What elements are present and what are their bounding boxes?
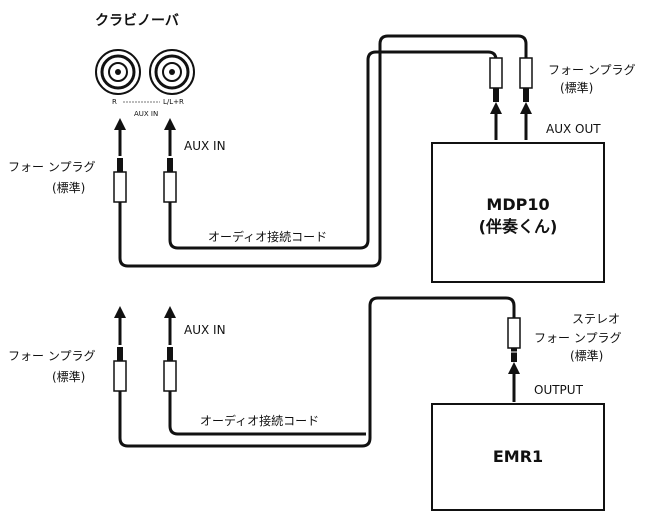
- top-plug-right-sub: (標準): [560, 80, 593, 95]
- top-auxout-label: AUX OUT: [546, 122, 601, 136]
- top-cable-outer: [118, 34, 528, 268]
- emr1-label: EMR1: [493, 447, 543, 466]
- bottom-plug-output-icon: [507, 317, 521, 362]
- jack-r-label: R: [112, 98, 117, 106]
- mdp10-label: MDP10: [486, 195, 549, 214]
- bottom-output-label: OUTPUT: [534, 383, 584, 397]
- jack-auxin-label: AUX IN: [134, 110, 158, 118]
- bottom-plug-right-top: ステレオ: [572, 312, 620, 326]
- top-cable-inner: [168, 50, 498, 250]
- bottom-plug-left-icon: [113, 347, 127, 392]
- emr1-box: [431, 403, 605, 511]
- bottom-plug-left-sub: (標準): [52, 369, 85, 384]
- bottom-plug-right-sub: (標準): [570, 348, 603, 363]
- top-plug-left-icon: [113, 158, 127, 203]
- top-plug-left-label: フォー ンプラグ: [8, 160, 95, 174]
- bottom-auxin-label: AUX IN: [184, 323, 226, 337]
- jack-lr-icon: [149, 49, 195, 95]
- mdp10-box: [431, 142, 605, 283]
- bottom-cable-label: オーディオ接続コード: [200, 413, 319, 428]
- jack-r-icon: [95, 49, 141, 95]
- top-plug-left-sub: (標準): [52, 180, 85, 195]
- top-cable-label: オーディオ接続コード: [208, 229, 327, 244]
- bottom-plug-right-icon: [163, 347, 177, 392]
- top-plug-aux2-icon: [519, 57, 533, 102]
- bottom-plug-left-label: フォー ンプラグ: [8, 349, 95, 363]
- top-plug-right-icon: [163, 158, 177, 203]
- mdp10-sub-label: (伴奏くん): [479, 217, 558, 236]
- bottom-plug-right-label: フォー ンプラグ: [534, 331, 621, 345]
- jack-lr-label: L/L+R: [163, 98, 184, 106]
- top-plug-aux1-icon: [489, 57, 503, 102]
- bottom-cable-inner: [168, 391, 366, 436]
- top-auxin-label: AUX IN: [184, 139, 226, 153]
- top-plug-right-label: フォー ンプラグ: [548, 63, 635, 77]
- bottom-cable-outer: [118, 296, 516, 448]
- clavinova-title: クラビノーバ: [95, 13, 179, 29]
